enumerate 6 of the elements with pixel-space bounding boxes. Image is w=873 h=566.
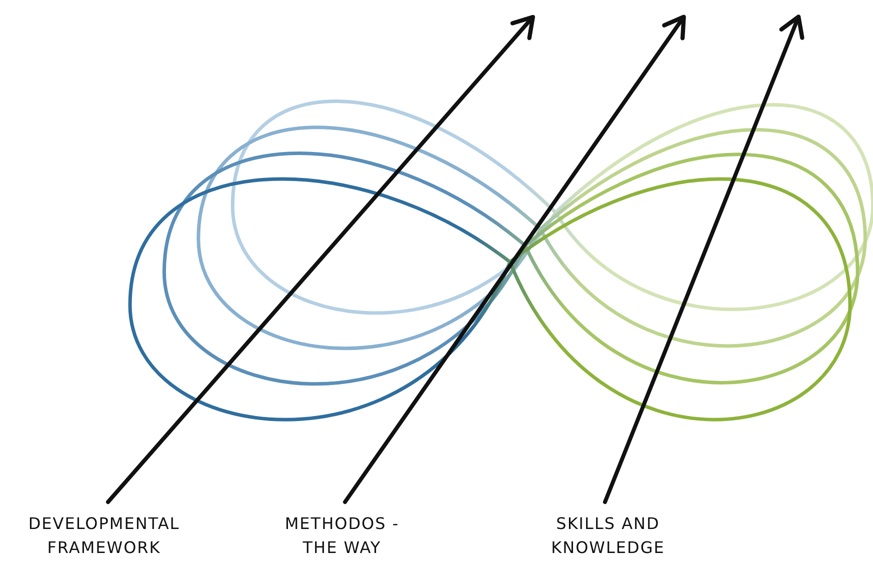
node-label: DEVELOPMENTAL FRAMEWORK: [4, 502, 204, 560]
node-label: SKILLS AND KNOWLEDGE: [528, 502, 688, 560]
arrow: [343, 14, 686, 504]
node-label: METHODOS -THE WAY: [272, 502, 412, 560]
arrow: [106, 14, 536, 504]
arrow: [603, 14, 804, 504]
